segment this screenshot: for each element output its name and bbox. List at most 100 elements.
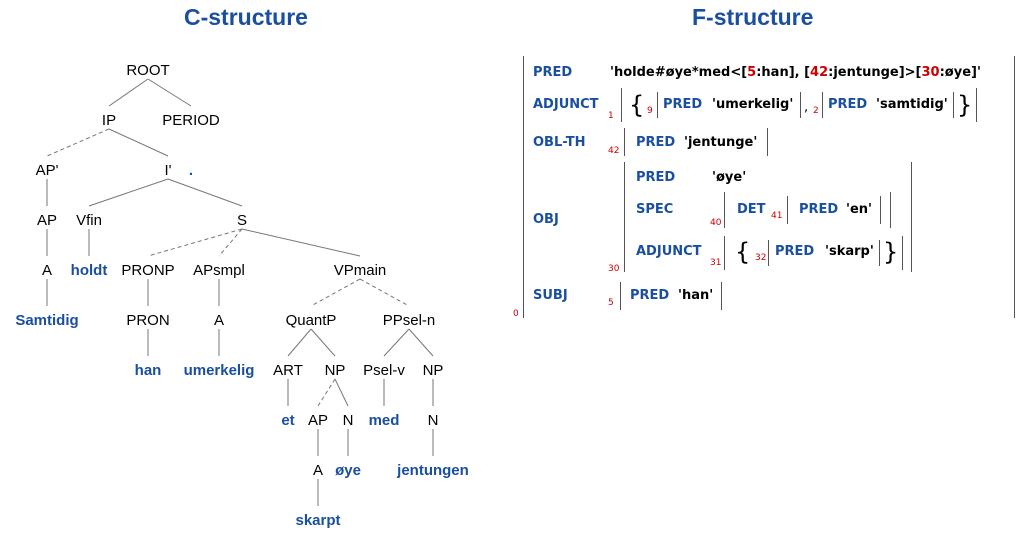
word-umerkelig: umerkelig: [184, 362, 255, 379]
word-han: han: [135, 362, 162, 379]
c-structure-title: C-structure: [184, 4, 308, 30]
obj-bar-left: [624, 162, 625, 272]
pred-value: 'holde#øye*med<[5:han], [42:jentunge]>[3…: [610, 65, 981, 80]
outer-index: 0: [513, 309, 519, 319]
oblth-pred-value: 'jentunge': [684, 135, 758, 150]
node-vfin: Vfin: [76, 212, 102, 229]
adj-item1-value: 'umerkelig': [712, 97, 794, 112]
obj-adjunct-bar-left: [724, 236, 725, 270]
oblth-bar-right: [767, 128, 768, 156]
outer-right-bar: [1014, 56, 1015, 318]
f-structure-title: F-structure: [692, 4, 814, 30]
edge-root-ip: [108, 78, 149, 107]
adj-item1-bar-left: [657, 92, 658, 118]
edge-np1-n1: [334, 378, 349, 407]
edge-ppseln-np2: [408, 328, 434, 357]
node-a2: A: [214, 312, 224, 329]
subj-pred-attr: PRED: [630, 288, 670, 303]
adj-item2-bar-left: [822, 92, 823, 118]
det-bar-right: [880, 196, 881, 224]
obj-index: 30: [608, 264, 620, 274]
edge-s-pronp: [147, 228, 243, 257]
node-ppseln: PPsel-n: [383, 312, 436, 329]
obj-adj-item-index: 32: [755, 253, 767, 263]
node-period: PERIOD: [162, 112, 220, 129]
node-n1: N: [343, 412, 354, 429]
obj-attr: OBJ: [533, 212, 559, 227]
adj-item1-bar-right: [800, 92, 801, 118]
spec-bar-left: [724, 192, 725, 228]
subj-pred-value: 'han': [678, 288, 714, 303]
adj-item2-index: 2: [813, 106, 819, 116]
det-bar-left: [787, 196, 788, 224]
outer-left-bar: [523, 56, 524, 318]
obj-adjunct-index: 31: [710, 258, 722, 268]
adjunct-bar-left: [621, 88, 622, 122]
adj-item2-attr: PRED: [828, 97, 868, 112]
node-apsmpl: APsmpl: [193, 262, 245, 279]
edge-ip-apprime: [46, 128, 110, 157]
node-ap1: AP: [37, 212, 57, 229]
oblth-pred-attr: PRED: [636, 135, 676, 150]
adj-comma: ,: [804, 100, 809, 115]
adjunct-bar-right: [976, 88, 977, 122]
det-attr: DET: [737, 202, 766, 217]
edge-quantp-art: [287, 328, 312, 357]
edge-s-vpmain: [241, 228, 361, 257]
obj-pred-value: 'øye': [712, 170, 747, 185]
node-n2: N: [428, 412, 439, 429]
node-ip: IP: [102, 112, 116, 129]
subj-bar-left: [620, 282, 621, 310]
adjunct-attr: ADJUNCT: [533, 97, 599, 112]
node-pselv: Psel-v: [363, 362, 405, 379]
spec-index: 40: [710, 218, 722, 228]
obj-adjunct-brace-open: {: [735, 238, 751, 266]
edge-vpmain-quantp: [310, 278, 361, 307]
spec-attr: SPEC: [636, 202, 674, 217]
obj-adj-item-attr: PRED: [775, 244, 815, 259]
det-index: 41: [771, 211, 783, 221]
node-a3: A: [313, 462, 323, 479]
oblth-attr: OBL-TH: [533, 135, 586, 150]
node-np1: NP: [325, 362, 346, 379]
node-pron: PRON: [126, 312, 169, 329]
edge-vpmain-ppseln: [359, 278, 410, 307]
adj-item1-index: 9: [647, 106, 653, 116]
node-root: ROOT: [126, 62, 169, 79]
edge-np1-ap2: [317, 378, 336, 407]
word-med: med: [369, 412, 400, 429]
edge-quantp-np1: [310, 328, 336, 357]
obj-bar-right: [911, 162, 912, 272]
node-pronp: PRONP: [121, 262, 174, 279]
node-vpmain: VPmain: [334, 262, 387, 279]
node-iprime: I': [164, 162, 171, 179]
edge-ppseln-pselv: [383, 328, 410, 357]
word-samtidig: Samtidig: [15, 312, 78, 329]
subj-index: 5: [608, 298, 614, 308]
det-pred-attr: PRED: [799, 202, 839, 217]
oblth-bar-left: [624, 128, 625, 156]
obj-adjunct-brace-close: }: [883, 238, 899, 266]
adj-item2-bar-right: [953, 92, 954, 118]
word-skarpt: skarpt: [295, 512, 340, 529]
word-dot: .: [189, 162, 193, 179]
node-apprime: AP': [36, 162, 59, 179]
node-s: S: [237, 212, 247, 229]
subj-bar-right: [721, 282, 722, 310]
word-oye: øye: [335, 462, 361, 479]
obj-adjunct-bar-right: [902, 236, 903, 270]
obj-adj-item-bar-left: [768, 240, 769, 266]
adj-item1-attr: PRED: [663, 97, 703, 112]
word-et: et: [281, 412, 294, 429]
obj-pred-attr: PRED: [636, 170, 676, 185]
word-jentungen: jentungen: [396, 462, 469, 479]
pred-attr: PRED: [533, 65, 573, 80]
det-pred-value: 'en': [846, 202, 873, 217]
edge-s-apsmpl: [218, 228, 243, 257]
adjunct-brace-close: }: [957, 91, 973, 119]
node-np2: NP: [423, 362, 444, 379]
node-quantp: QuantP: [286, 312, 337, 329]
subj-attr: SUBJ: [533, 288, 568, 303]
obj-adjunct-attr: ADJUNCT: [636, 244, 702, 259]
